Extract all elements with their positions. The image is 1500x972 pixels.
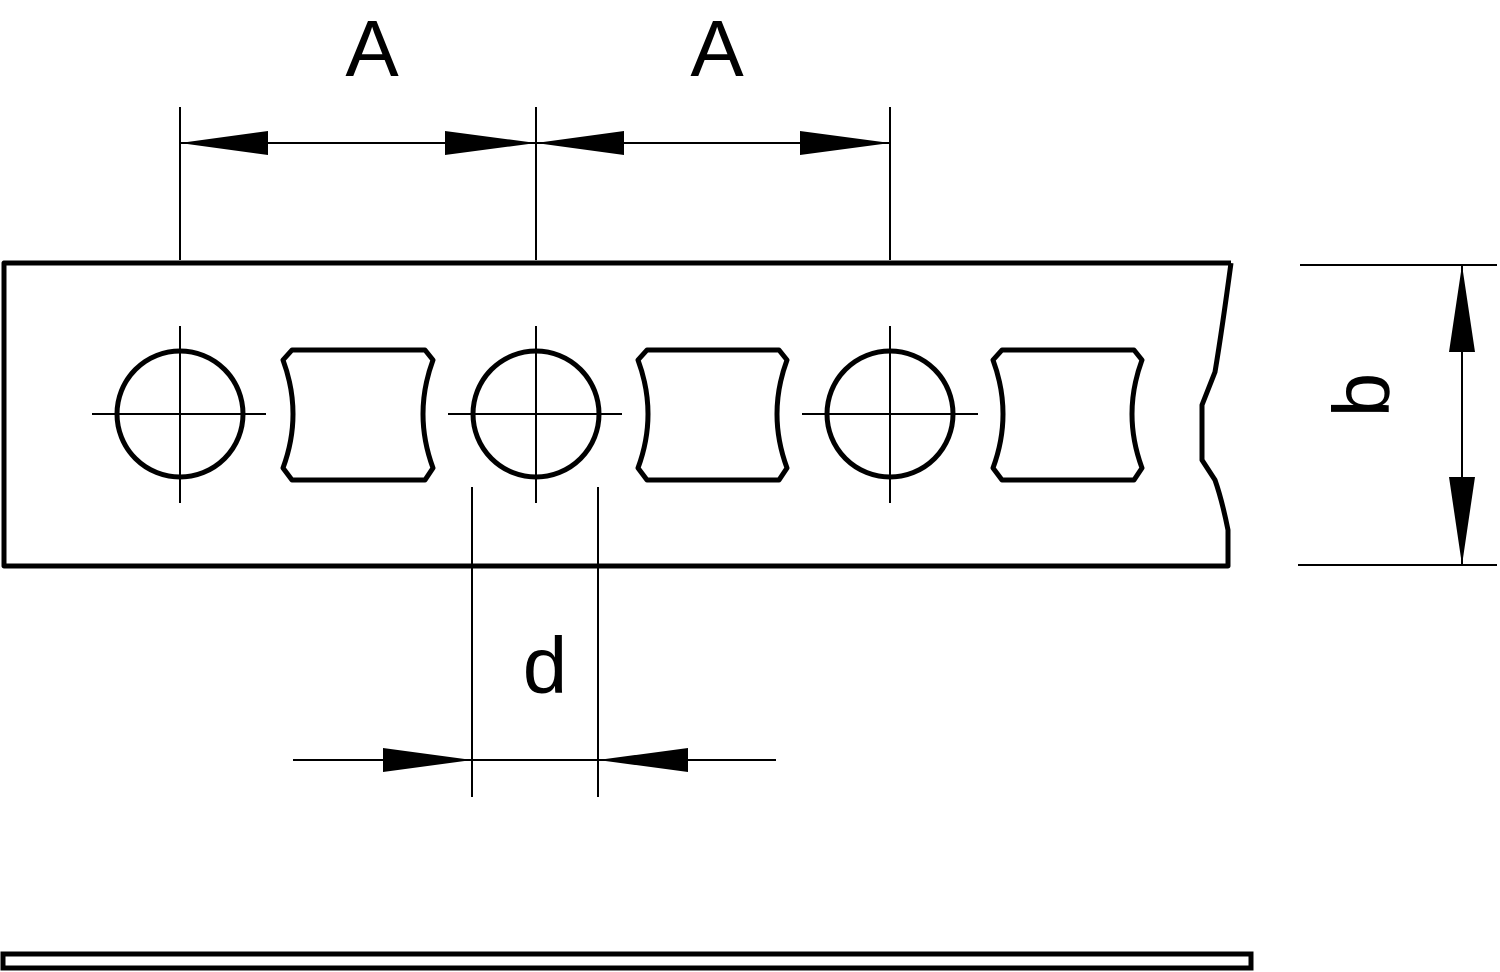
strip-outline	[1, 260, 1234, 569]
arrow-icon	[598, 748, 688, 772]
diameter-label: d	[523, 621, 568, 710]
width-dimension	[1298, 264, 1497, 566]
arrow-icon	[180, 131, 268, 155]
pitch-dimension	[179, 107, 891, 260]
round-hole-3	[802, 326, 978, 503]
pitch-label-left: A	[345, 4, 399, 93]
arrow-icon	[383, 748, 472, 772]
arrow-icon	[445, 131, 536, 155]
round-hole-1	[92, 326, 266, 503]
diameter-dimension	[293, 487, 776, 797]
slot-hole-2	[635, 347, 790, 483]
strip-side-view	[0, 951, 1254, 971]
width-label: b	[1317, 373, 1406, 418]
slot-hole-1	[280, 347, 436, 483]
pitch-label-right: A	[690, 4, 744, 93]
arrow-icon	[1449, 477, 1475, 565]
arrow-icon	[800, 131, 890, 155]
arrow-icon	[1449, 265, 1475, 352]
slot-hole-3	[990, 347, 1145, 483]
arrow-icon	[536, 131, 624, 155]
round-hole-2	[448, 326, 622, 503]
